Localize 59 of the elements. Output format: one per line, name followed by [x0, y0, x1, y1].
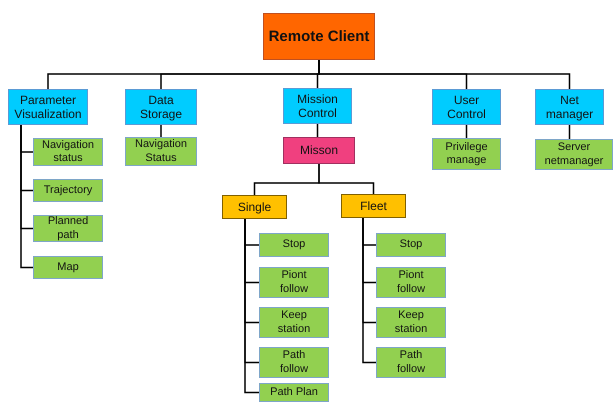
leaf-box: [33, 215, 103, 242]
node-label: Piont follow: [278, 269, 310, 296]
group-box: [222, 195, 287, 219]
node-label: Keep station: [394, 309, 428, 336]
node-label: User Control: [446, 92, 487, 122]
module-box: [432, 89, 501, 125]
node-label: Navigation Status: [134, 138, 188, 165]
node-label: Path Plan: [270, 386, 318, 400]
group-box: [341, 194, 406, 218]
node-label: Net manager: [544, 92, 594, 122]
leaf-box: [432, 138, 501, 170]
leaf-box: [376, 307, 446, 338]
leaf-box: [535, 139, 613, 170]
node-label: Map: [57, 260, 79, 274]
node-label: Navigation status: [41, 138, 95, 166]
connector-line: [318, 60, 570, 89]
module-box: [125, 89, 197, 125]
leaf-box: [376, 347, 446, 378]
node-label: Keep station: [276, 309, 312, 336]
leaf-box: [259, 307, 329, 338]
node-label: Piont follow: [396, 269, 426, 296]
connector-line: [318, 164, 374, 194]
module-box: [8, 89, 88, 125]
leaf-box: [33, 179, 103, 202]
node-label: Parameter Visualization: [13, 92, 83, 122]
node-label: Planned path: [46, 215, 90, 242]
node-label: Privilege manage: [444, 140, 489, 168]
module-box: [535, 89, 604, 125]
node-label: Mission Control: [296, 92, 339, 120]
node-label: Misson: [300, 143, 338, 158]
connector-line: [466, 125, 468, 138]
node-label: Fleet: [360, 198, 387, 214]
connector-line: [316, 124, 318, 137]
node-label: Stop: [400, 238, 422, 252]
node-label: Data Storage: [138, 92, 184, 122]
leaf-box: [259, 267, 329, 298]
node-label: Server netmanager: [544, 141, 604, 168]
node-label: Path follow: [278, 349, 310, 376]
module-box: [283, 88, 352, 124]
connector-line: [568, 125, 570, 139]
leaf-box: [376, 233, 446, 257]
leaf-box: [125, 137, 197, 166]
leaf-box: [259, 233, 329, 257]
connector-line: [20, 125, 33, 268]
node-label: Remote Client: [268, 28, 370, 46]
mission-box: [283, 137, 355, 164]
leaf-box: [33, 256, 103, 279]
node-label: Path follow: [396, 349, 426, 376]
leaf-box: [33, 138, 103, 166]
connector-line: [244, 219, 259, 394]
connector-line: [362, 218, 376, 364]
node-label: Single: [238, 200, 272, 214]
leaf-box: [376, 267, 446, 298]
leaf-box: [259, 383, 329, 402]
node-label: Stop: [282, 238, 306, 252]
root-box: [263, 13, 375, 60]
connector-line: [160, 125, 162, 137]
leaf-box: [259, 347, 329, 378]
node-label: Trajectory: [44, 184, 92, 198]
